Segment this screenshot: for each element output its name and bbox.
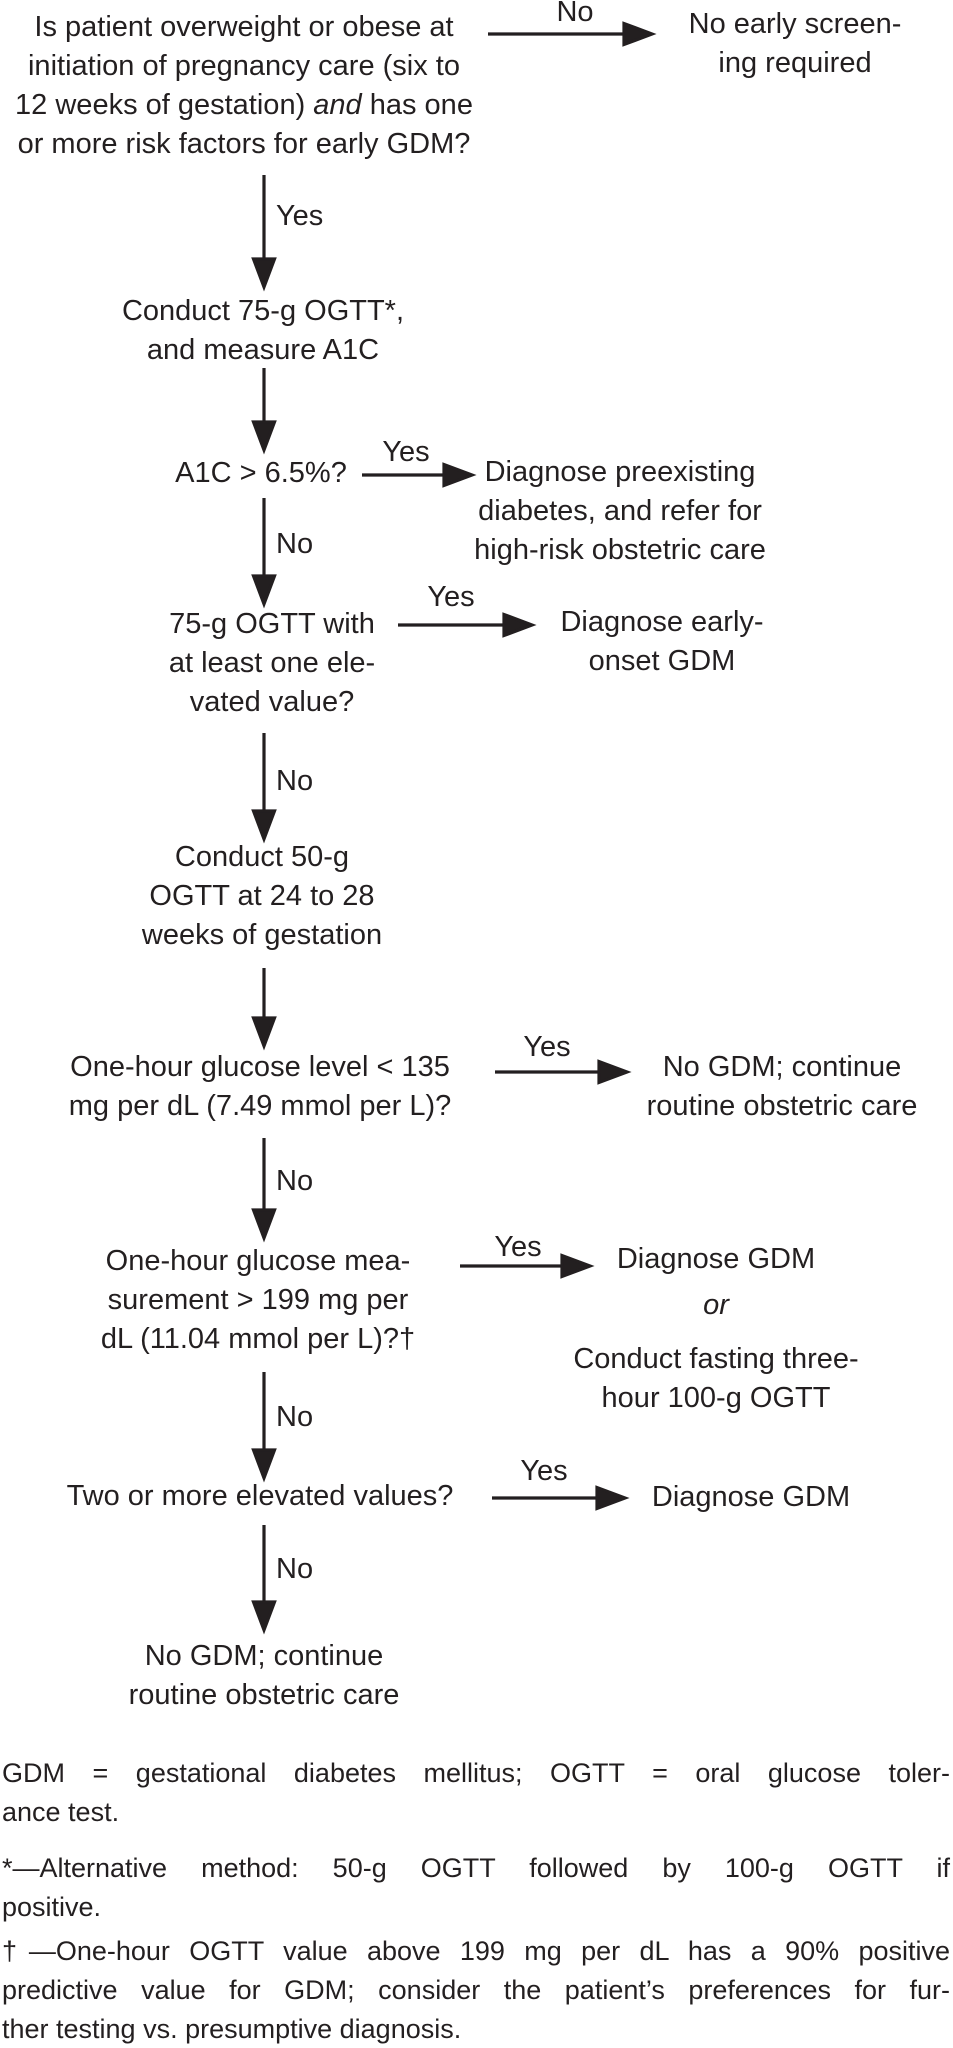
edge-label-yes-4: Yes [523, 1031, 571, 1063]
arrowhead-no-down-3 [251, 809, 277, 844]
outcome-diagnose-gdm: Diagnose GDM [651, 1481, 851, 1513]
abbreviation-note: GDM = gestational diabetes mellitus; OGT… [2, 1758, 950, 1827]
arrowhead-yes-diagnose-or [560, 1253, 595, 1279]
decision-overweight-risk: Is patient overweight or obese at initia… [15, 11, 473, 160]
arrowhead-yes-nogdm [597, 1059, 632, 1085]
decision-75g-elevated-value: 75-g OGTT with at least one ele- vated v… [168, 608, 376, 718]
action-conduct-50g-ogtt: Conduct 50-g OGTT at 24 to 28 weeks of g… [141, 841, 383, 951]
arrowhead-no-early [622, 21, 657, 47]
footnote-dagger: †—One-hour OGTT value above 199 mg per d… [2, 1936, 950, 2044]
outcome-no-gdm-routine-care: No GDM; continue routine obstetric care [646, 1051, 918, 1122]
arrowhead-down-a1c [251, 420, 277, 455]
arrowhead-yes-earlygdm [502, 612, 537, 638]
edge-label-yes-5: Yes [494, 1231, 542, 1263]
edge-label-no-3: No [276, 765, 314, 797]
edge-label-no-5: No [276, 1401, 314, 1433]
arrowhead-no-down-5 [251, 1208, 277, 1243]
edge-label-yes-2: Yes [382, 436, 430, 468]
outcome-early-onset-gdm: Diagnose early- onset GDM [560, 606, 764, 677]
outcome-diagnose-gdm-or-100g-ogtt: Diagnose GDM or Conduct fasting three- h… [573, 1243, 859, 1414]
arrowhead-down-4 [251, 1016, 277, 1051]
edge-label-no-1: No [556, 0, 594, 28]
decision-a1c: A1C > 6.5%? [175, 457, 347, 489]
arrowhead-yes-preexisting [442, 462, 477, 488]
arrowhead-no-down-6 [251, 1448, 277, 1483]
edge-label-yes-1: Yes [276, 200, 324, 232]
arrowhead-no-down-7 [251, 1600, 277, 1635]
decision-glucose-under-135: One-hour glucose level < 135 mg per dL (… [68, 1051, 452, 1122]
edge-label-yes-3: Yes [427, 581, 475, 613]
outcome-no-gdm-final: No GDM; continue routine obstetric care [128, 1640, 400, 1711]
footnote-asterisk: *—Alternative method: 50-g OGTT followed… [2, 1853, 950, 1922]
edge-label-no-6: No [276, 1553, 314, 1585]
edge-label-yes-6: Yes [520, 1455, 568, 1487]
outcome-no-early-screening: No early screen- ing required [688, 8, 902, 79]
arrowhead-yes-diagnosegdm [595, 1485, 630, 1511]
arrowhead-yes-down-1 [251, 257, 277, 292]
decision-glucose-over-199: One-hour glucose mea- surement > 199 mg … [100, 1245, 416, 1355]
decision-two-elevated-values: Two or more elevated values? [66, 1480, 454, 1512]
action-conduct-75g-ogtt: Conduct 75-g OGTT*, and measure A1C [121, 295, 405, 366]
edge-label-no-4: No [276, 1165, 314, 1197]
arrowhead-no-down-2 [251, 574, 277, 609]
outcome-preexisting-diabetes: Diagnose preexisting diabetes, and refer… [474, 456, 766, 566]
edge-label-no-2: No [276, 528, 314, 560]
